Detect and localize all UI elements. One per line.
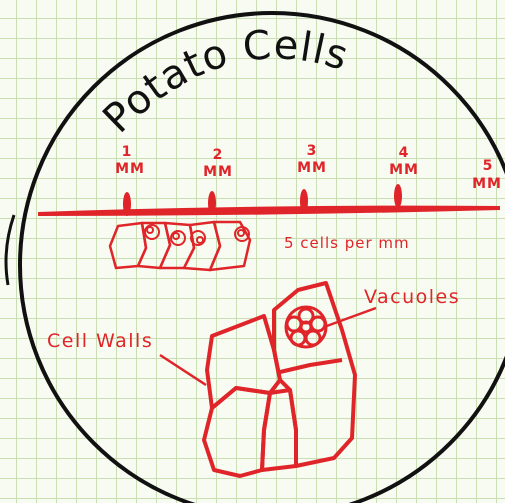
tick-number-3: 3 <box>307 143 318 159</box>
tick-unit-4: MM <box>389 162 419 178</box>
tick-unit-3: MM <box>297 160 327 176</box>
tick-mark-2 <box>208 191 216 215</box>
tick-number-5: 5 <box>483 158 494 174</box>
tick-unit-5: MM <box>472 176 502 192</box>
tick-mark-1 <box>123 192 131 216</box>
tick-mark-4 <box>394 184 402 208</box>
tick-unit-2: MM <box>203 164 233 180</box>
tick-number-2: 2 <box>213 147 224 163</box>
cell-walls-label: Cell Walls <box>47 330 153 352</box>
left-edge-arc <box>6 215 14 285</box>
vacuoles-label: Vacuoles <box>364 286 460 308</box>
tick-mark-3 <box>300 189 308 213</box>
tick-unit-1: MM <box>115 161 145 177</box>
cells-per-mm-label: 5 cells per mm <box>284 234 410 252</box>
tick-number-1: 1 <box>122 144 133 160</box>
tick-number-4: 4 <box>399 145 410 161</box>
